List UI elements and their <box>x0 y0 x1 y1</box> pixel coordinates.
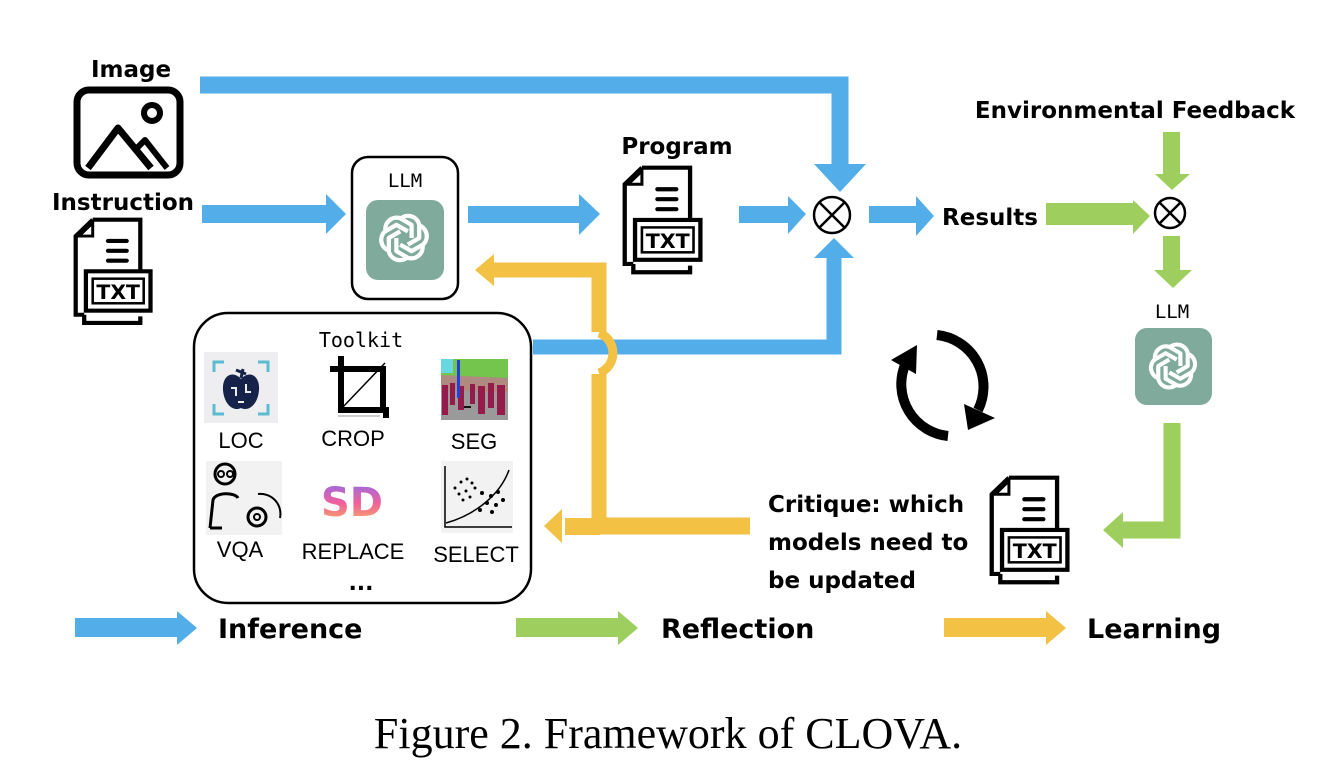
legend-arrow-learning <box>944 618 1048 637</box>
results-to-combiner2-arrowhead <box>1133 200 1150 234</box>
learning-flows <box>475 254 750 543</box>
critique-line-3: be updated <box>768 568 916 594</box>
critique-txt-icon: TXT <box>990 476 1067 584</box>
tool-label: SELECT <box>433 542 519 567</box>
image-label: Image <box>91 57 171 83</box>
llm-to-program-arrowhead <box>579 194 600 235</box>
tool-replace: SD REPLACE <box>302 480 405 564</box>
crop-icon <box>330 356 389 418</box>
critique-to-llm-arrowhead <box>475 254 494 286</box>
person-gear-icon <box>206 461 282 535</box>
program-label: Program <box>621 134 732 160</box>
image-icon <box>73 86 184 179</box>
critique-to-toolkit-arrowhead <box>544 509 562 543</box>
instruction-txt-icon: TXT <box>74 218 151 325</box>
chatgpt-logo-icon <box>366 200 444 280</box>
critique-to-llm-arrow <box>488 262 607 526</box>
tool-label: LOC <box>218 428 263 453</box>
apple-locate-icon <box>204 352 278 423</box>
legend-arrow-inference <box>75 618 179 637</box>
legend-label: Reflection <box>661 614 814 645</box>
tool-label: VQA <box>217 537 264 562</box>
instruction-to-llm-arrow <box>202 205 328 223</box>
more-tools-ellipsis: ... <box>348 571 373 596</box>
critique-node: Critique: which models need to be update… <box>768 476 1067 594</box>
combiner2-to-llm-arrow <box>1163 236 1180 272</box>
program-to-combiner-arrow <box>739 206 789 223</box>
combine-operator-icon <box>812 195 852 235</box>
tool-seg: SEG <box>441 359 508 454</box>
results-to-combiner2-arrow <box>1046 203 1137 225</box>
legend-item-learning: Learning <box>944 611 1221 645</box>
segmentation-icon <box>441 359 508 420</box>
legend-item-reflection: Reflection <box>516 611 814 645</box>
combine-operator-icon <box>1153 196 1187 230</box>
tool-crop: CROP <box>321 356 389 451</box>
tool-loc: LOC <box>204 352 278 453</box>
program-txt-icon: TXT <box>623 166 700 274</box>
line-hop <box>597 328 618 378</box>
instruction-label: Instruction <box>52 190 194 216</box>
reflection-flows <box>1046 132 1192 548</box>
figure-caption: Figure 2. Framework of CLOVA. <box>374 709 962 758</box>
tool-label: REPLACE <box>302 539 405 564</box>
feedback-to-combiner2-arrow <box>1163 132 1180 177</box>
legend-label: Inference <box>218 614 363 645</box>
llm-reflection-node: LLM <box>1135 301 1212 405</box>
environmental-feedback-label: Environmental Feedback <box>975 98 1296 124</box>
cycle-arrows-icon <box>891 330 995 441</box>
legend-item-inference: Inference <box>75 611 363 645</box>
llm-node: LLM <box>350 155 460 301</box>
stable-diffusion-icon: SD <box>321 480 383 526</box>
inference-flows <box>200 76 934 355</box>
scatter-plot-icon <box>441 461 513 533</box>
critique-line-2: models need to <box>768 530 968 556</box>
combiner-to-results-arrowhead <box>916 196 934 236</box>
llm-to-critique-arrowhead <box>1103 512 1123 548</box>
critique-line-1: Critique: which <box>768 492 964 518</box>
feedback-to-combiner2-arrowhead <box>1155 174 1190 190</box>
llm-label: LLM <box>388 170 422 192</box>
image-to-combiner-arrow <box>200 76 849 165</box>
chatgpt-logo-icon <box>1135 328 1212 405</box>
toolkit-to-combiner-arrowhead <box>814 238 854 258</box>
svg-text:TXT: TXT <box>646 230 690 254</box>
combiner2-to-llm-arrowhead <box>1154 270 1192 288</box>
tool-label: SEG <box>451 429 497 454</box>
svg-text:TXT: TXT <box>1013 540 1057 564</box>
image-node: Image <box>73 57 184 179</box>
toolkit-to-combiner-arrow <box>533 256 842 355</box>
results-label: Results <box>942 205 1038 231</box>
svg-text:TXT: TXT <box>96 281 140 305</box>
toolkit-title: Toolkit <box>319 328 403 352</box>
program-node: Program TXT <box>621 134 733 274</box>
program-to-combiner-arrowhead <box>788 196 806 234</box>
llm-to-program-arrow <box>468 206 580 223</box>
tool-select: SELECT <box>433 461 519 567</box>
image-to-combiner-arrowhead <box>814 164 866 192</box>
tool-vqa: VQA <box>206 461 282 562</box>
combiner-to-results-arrow <box>869 206 917 223</box>
legend-arrow-reflection <box>516 618 620 637</box>
toolkit-panel: Toolkit LOC CROP <box>192 311 533 605</box>
instruction-node: Instruction TXT <box>52 190 194 325</box>
tool-label: CROP <box>321 426 385 451</box>
llm-to-critique-arrow <box>1118 423 1181 539</box>
instruction-to-llm-arrowhead <box>326 194 346 234</box>
legend: Inference Reflection Learning <box>75 611 1221 645</box>
llm-label: LLM <box>1155 301 1189 323</box>
legend-label: Learning <box>1087 614 1221 645</box>
